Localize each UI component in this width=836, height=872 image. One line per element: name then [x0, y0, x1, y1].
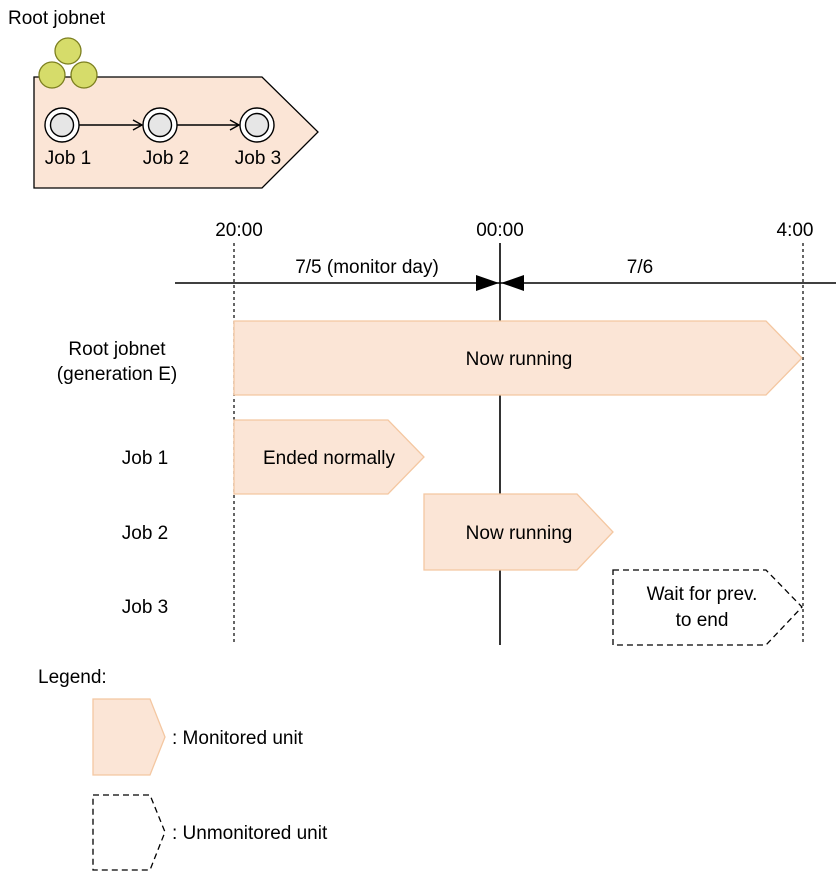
job3-bar [612, 569, 803, 646]
job-3-icon [239, 107, 275, 143]
row-label-job3: Job 3 [122, 597, 168, 618]
jobnet-job-label-2: Job 2 [143, 148, 189, 169]
root-jobnet-bar [233, 320, 803, 396]
legend-unmonitored-label: : Unmonitored unit [172, 823, 328, 844]
row-label-root-line2: (generation E) [57, 364, 177, 385]
day-label-monitor: 7/5 (monitor day) [295, 257, 439, 278]
job1-status: Ended normally [263, 448, 396, 469]
day-label-next: 7/6 [627, 257, 653, 278]
job2-status: Now running [466, 523, 573, 544]
legend-monitored-swatch [92, 698, 166, 776]
legend-title: Legend: [38, 667, 107, 688]
job-2-icon [142, 107, 178, 143]
root-jobnet-status: Now running [466, 349, 573, 370]
jobnet-job-label-1: Job 1 [45, 148, 91, 169]
time-label-20: 20:00 [215, 220, 263, 241]
time-label-00: 00:00 [476, 220, 524, 241]
day-boundary-arrow-left [476, 275, 499, 291]
job3-status-line2: to end [676, 610, 729, 631]
jobnet-icon [38, 37, 98, 89]
job-1-icon [44, 107, 80, 143]
legend-unmonitored-swatch [92, 794, 166, 871]
job2-bar [423, 493, 614, 571]
row-label-job1: Job 1 [122, 448, 168, 469]
row-label-job2: Job 2 [122, 523, 168, 544]
legend-monitored-label: : Monitored unit [172, 728, 304, 749]
job3-status-line1: Wait for prev. [647, 584, 758, 605]
jobnet-job-label-3: Job 3 [235, 148, 281, 169]
row-label-root-line1: Root jobnet [68, 339, 166, 360]
time-label-04: 4:00 [777, 220, 814, 241]
day-boundary-arrow-right [501, 275, 524, 291]
job1-bar [233, 419, 425, 495]
jobnet-title: Root jobnet [8, 8, 106, 29]
